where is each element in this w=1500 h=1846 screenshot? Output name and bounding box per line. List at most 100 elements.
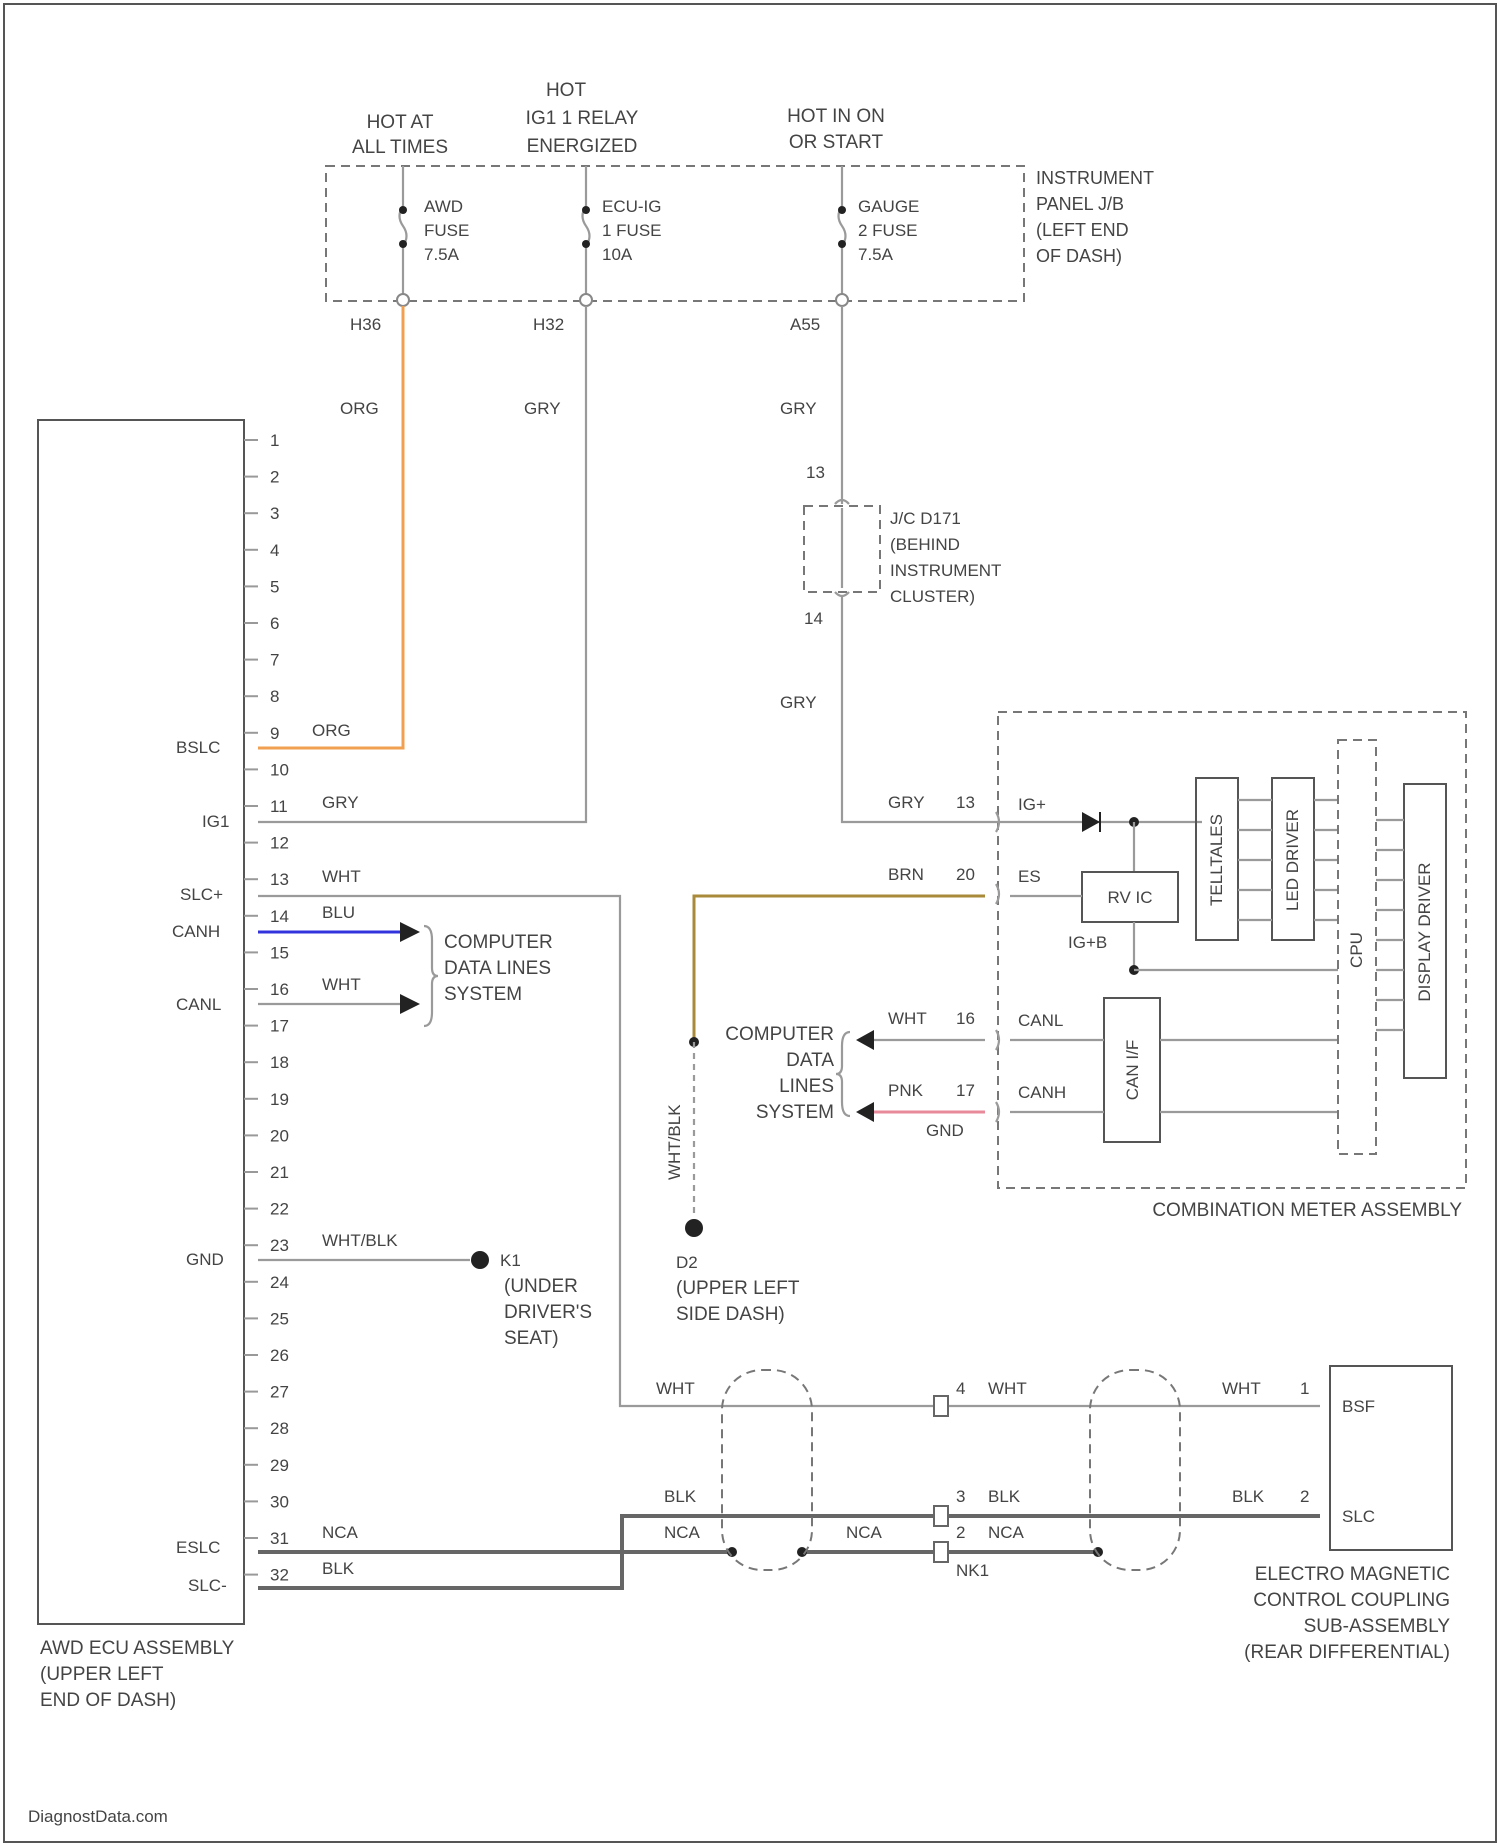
ground-d2-icon (685, 1219, 703, 1237)
cdl-right-line3: LINES (779, 1076, 834, 1097)
cpu-display-links (1376, 820, 1404, 1030)
gauge-fuse (836, 166, 848, 306)
slcminus-blk-label: BLK (322, 1559, 355, 1578)
ecu-fuse-name: ECU-IG (602, 197, 662, 216)
canl-wht-label: WHT (322, 975, 361, 994)
ecu-pin-number: 3 (270, 504, 279, 523)
gry-meter-pin-label: GRY (888, 793, 925, 812)
cdl-left-line2: DATA LINES (444, 958, 551, 979)
gnd-wire-label: WHT/BLK (322, 1231, 398, 1250)
ecu-signal-canh: CANH (172, 922, 220, 941)
ecu-pin-number: 9 (270, 724, 279, 743)
nca-mid-label: NCA (846, 1523, 883, 1542)
meter-note-igb: IG+B (1068, 933, 1107, 952)
rv-ic-label: RV IC (1107, 888, 1152, 907)
cpu-label: CPU (1347, 932, 1366, 968)
coupling-label-line4: (REAR DIFFERENTIAL) (1244, 1642, 1450, 1663)
gauge-header-line2: OR START (789, 132, 884, 153)
jc-label-line4: CLUSTER) (890, 587, 975, 606)
harness-id: NK1 (956, 1561, 989, 1580)
nca-pin2-label: NCA (988, 1523, 1025, 1542)
ecu-pin-number: 20 (270, 1126, 289, 1145)
ecu-pin-number: 25 (270, 1309, 289, 1328)
ecu-pin-number: 7 (270, 651, 279, 670)
jc-label-line2: (BEHIND (890, 535, 960, 554)
jb-label-line2: PANEL J/B (1036, 194, 1124, 214)
telltales-label: TELLTALES (1207, 814, 1226, 906)
footer-watermark: DiagnostData.com (28, 1807, 168, 1826)
ecu-pin-number: 14 (270, 907, 289, 926)
cdl-right-line4: SYSTEM (756, 1102, 834, 1123)
ecu-pin-number: 26 (270, 1346, 289, 1365)
cdl-left-line1: COMPUTER (444, 932, 553, 953)
ecu-pin-number: 12 (270, 834, 289, 853)
ecu-pin-column: 1234567891011121314151617181920212223242… (244, 431, 289, 1585)
brn-label: BRN (888, 865, 924, 884)
nca-run-label: NCA (664, 1523, 701, 1542)
ecu-pin-number: 27 (270, 1383, 289, 1402)
wht-coupling-label: WHT (1222, 1379, 1261, 1398)
harness-shield-left (722, 1370, 812, 1570)
ecu-header-line3: ENERGIZED (527, 136, 638, 157)
harness-pin4: 4 (956, 1379, 965, 1398)
meter-signal-canh: CANH (1018, 1083, 1066, 1102)
ecu-pin-number: 5 (270, 577, 279, 596)
coupling-pin1: 1 (1300, 1379, 1309, 1398)
jc-pin-top: 13 (806, 463, 825, 482)
jb-label-line4: OF DASH) (1036, 246, 1122, 266)
meter-pin17: 17 (956, 1081, 975, 1100)
ecu-pin-number: 29 (270, 1456, 289, 1475)
ground-d2-line1: (UPPER LEFT (676, 1278, 800, 1299)
jc-label-line3: INSTRUMENT (890, 561, 1001, 580)
ecu-signal-eslc: ESLC (176, 1538, 220, 1557)
harness-pin2: 2 (956, 1523, 965, 1542)
ecu-signal-gnd: GND (186, 1250, 224, 1269)
awd-fuse-name: AWD (424, 197, 463, 216)
ecu-label-line3: END OF DASH) (40, 1690, 176, 1711)
ecu-header-line2: IG1 1 RELAY (526, 108, 639, 129)
gauge-fuse-name: GAUGE (858, 197, 919, 216)
coupling-pin2: 2 (1300, 1487, 1309, 1506)
ecu-pin-number: 32 (270, 1566, 289, 1585)
ecu-pin-number: 2 (270, 468, 279, 487)
meter-signal-ig: IG+ (1018, 795, 1046, 814)
ground-k1-line2: DRIVER'S (504, 1302, 592, 1323)
ecu-header-line1: HOT (546, 80, 587, 101)
ecu-label-line2: (UPPER LEFT (40, 1664, 164, 1685)
awd-header-line1: HOT AT (367, 112, 434, 133)
ecu-pin-number: 13 (270, 870, 289, 889)
cdl-right-line2: DATA (786, 1050, 834, 1071)
coupling-label-line1: ELECTRO MAGNETIC (1255, 1564, 1450, 1585)
jb-label-line1: INSTRUMENT (1036, 168, 1154, 188)
blk-coupling-label: BLK (1232, 1487, 1265, 1506)
awd-ecu-box (38, 420, 244, 1624)
ground-k1-id: K1 (500, 1251, 521, 1270)
gauge-fuse-type: 2 FUSE (858, 221, 918, 240)
meter-label: COMBINATION METER ASSEMBLY (1152, 1200, 1462, 1221)
wht-pin4-label: WHT (988, 1379, 1027, 1398)
ecu-pin-number: 22 (270, 1200, 289, 1219)
led-driver-label: LED DRIVER (1283, 809, 1302, 911)
ground-k1-icon (471, 1251, 489, 1269)
ecu-fuse-pin: H32 (533, 315, 564, 334)
awd-fuse-type: FUSE (424, 221, 469, 240)
org-wire (258, 306, 403, 748)
ecu-fuse-rating: 10A (602, 245, 633, 264)
jb-label-line3: (LEFT END (1036, 220, 1129, 240)
canl-arrow-icon (400, 994, 420, 1014)
display-driver-label: DISPLAY DRIVER (1415, 862, 1434, 1001)
ecu-pin-number: 10 (270, 760, 289, 779)
harness-pin3: 3 (956, 1487, 965, 1506)
blk-run-label: BLK (664, 1487, 697, 1506)
awd-fuse (397, 166, 409, 306)
org-wire-label: ORG (340, 399, 379, 418)
awd-fuse-rating: 7.5A (424, 245, 460, 264)
ecu-signal-canl: CANL (176, 995, 221, 1014)
wht-slcplus-wire (258, 896, 1320, 1406)
gry-ig-wire (258, 306, 586, 822)
cdl-left-line3: SYSTEM (444, 984, 522, 1005)
ecu-pin-number: 15 (270, 943, 289, 962)
ecu-pin-number: 24 (270, 1273, 289, 1292)
